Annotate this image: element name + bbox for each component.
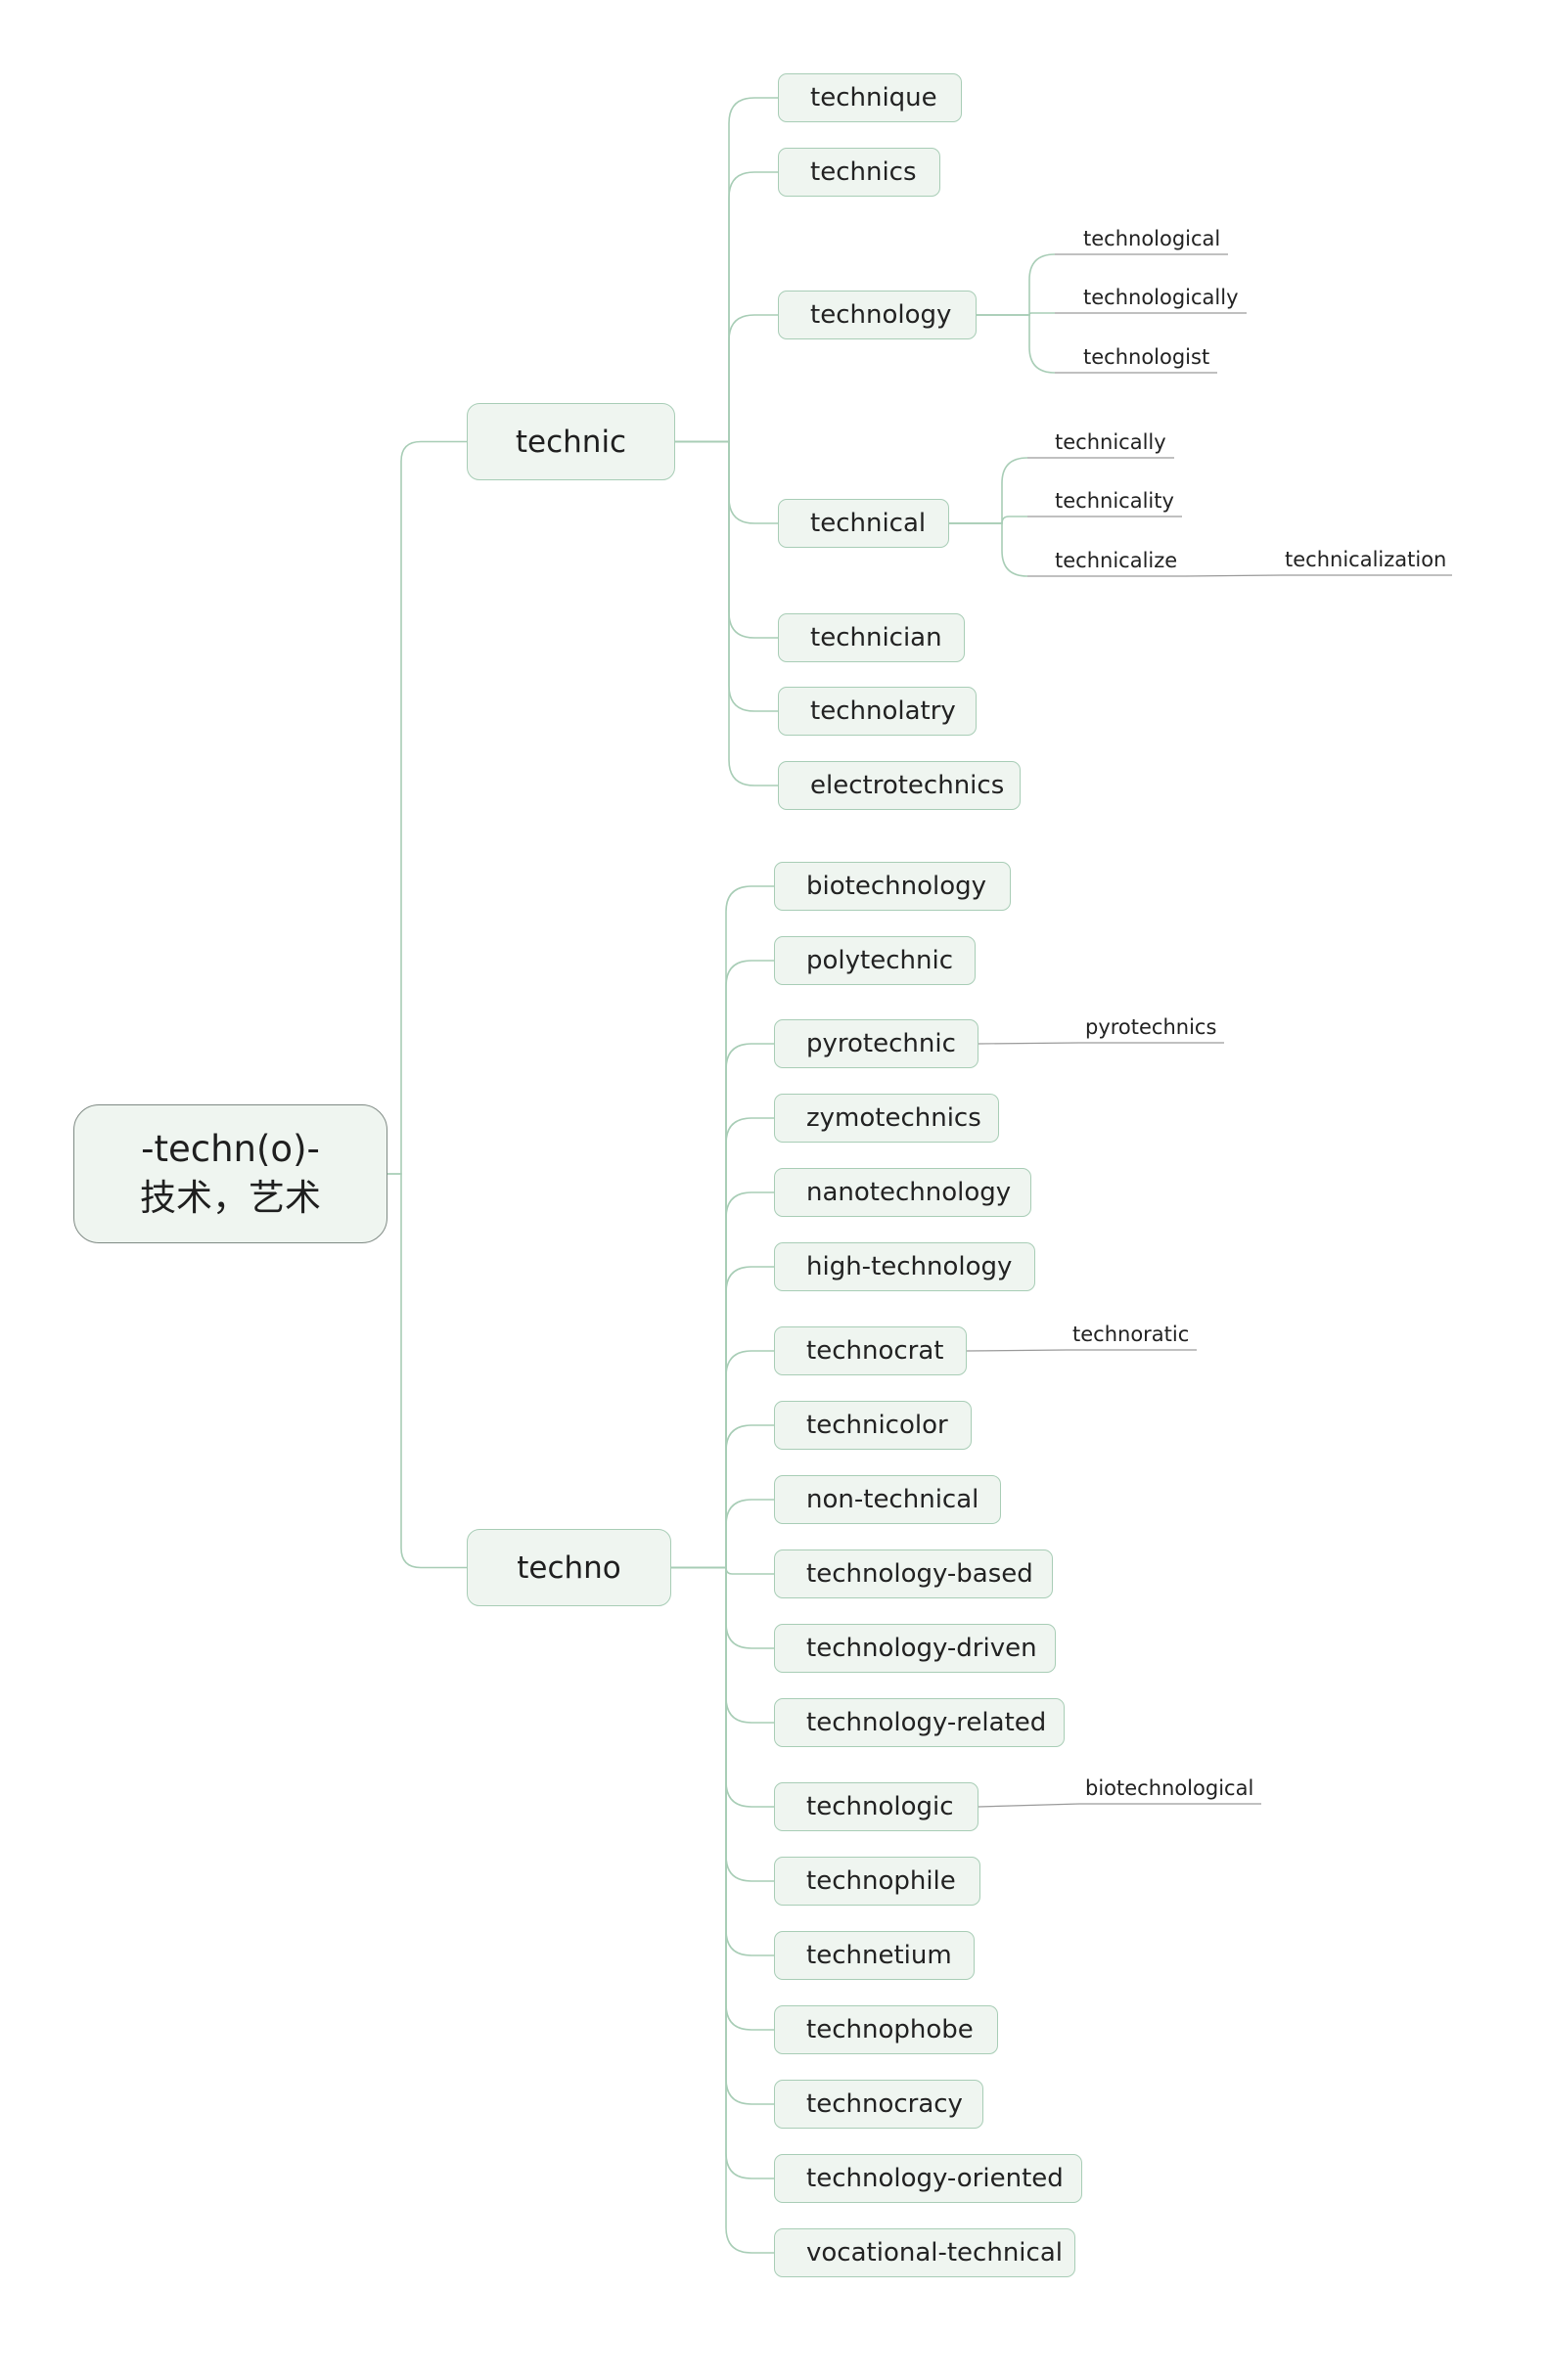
connector-technical-1 <box>949 516 1027 524</box>
leaf-technicality: technicality <box>1055 489 1174 513</box>
word-non-technical[interactable]: non-technical <box>774 1475 1001 1524</box>
leaf-biotechnological: biotechnological <box>1085 1776 1254 1800</box>
word-technology-based[interactable]: technology-based <box>774 1549 1053 1598</box>
connector-techno-2 <box>671 1043 774 1569</box>
branch-techno[interactable]: techno <box>467 1529 671 1606</box>
word-electrotechnics[interactable]: electrotechnics <box>778 761 1021 810</box>
word-technolatry[interactable]: technolatry <box>778 687 977 736</box>
connector-technic-6 <box>675 440 778 786</box>
connector-technic-4 <box>675 440 778 639</box>
connector-techno-3 <box>671 1117 774 1569</box>
connector-technic-2 <box>675 314 778 443</box>
word-technologic[interactable]: technologic <box>774 1782 978 1831</box>
word-pyrotechnic[interactable]: pyrotechnic <box>774 1019 978 1068</box>
connector-technology-2 <box>977 314 1056 374</box>
connector-techno-5 <box>671 1266 774 1569</box>
connector-technical-0 <box>949 457 1028 524</box>
connector-technicalize <box>1184 574 1284 577</box>
word-technetium[interactable]: technetium <box>774 1931 975 1980</box>
word-vocational-technical[interactable]: vocational-technical <box>774 2228 1075 2277</box>
word-zymotechnics[interactable]: zymotechnics <box>774 1094 999 1143</box>
connector-techno-8 <box>671 1499 774 1569</box>
leaf-technoratic: technoratic <box>1072 1323 1190 1346</box>
connector-pyrotechnic <box>978 1042 1080 1045</box>
connector-root-1 <box>387 1173 467 1569</box>
root-subtitle: 技术，艺术 <box>140 1177 321 1219</box>
word-technical[interactable]: technical <box>778 499 949 548</box>
leaf-technologically: technologically <box>1083 286 1239 309</box>
connector-technical-2 <box>949 522 1028 577</box>
connector-technic-5 <box>675 440 778 712</box>
connector-root-0 <box>387 440 467 1175</box>
root-title: -techn(o)- <box>141 1128 320 1170</box>
connector-technic-3 <box>675 440 778 524</box>
connector-techno-11 <box>671 1566 774 1724</box>
connector-techno-18 <box>671 1566 774 2254</box>
word-polytechnic[interactable]: polytechnic <box>774 936 976 985</box>
connector-techno-10 <box>671 1566 774 1649</box>
connector-technology-0 <box>977 253 1056 316</box>
word-technology-driven[interactable]: technology-driven <box>774 1624 1056 1673</box>
connector-technic-0 <box>675 97 778 443</box>
word-technocracy[interactable]: technocracy <box>774 2080 983 2129</box>
connector-techno-4 <box>671 1191 774 1569</box>
word-technician[interactable]: technician <box>778 613 965 662</box>
branch-technic[interactable]: technic <box>467 403 675 480</box>
connector-techno-15 <box>671 1566 774 2031</box>
word-technique[interactable]: technique <box>778 73 962 122</box>
connector-techno-1 <box>671 960 774 1569</box>
connector-techno-0 <box>671 885 774 1569</box>
leaf-pyrotechnics: pyrotechnics <box>1085 1015 1217 1039</box>
connector-techno-9 <box>671 1566 774 1575</box>
connector-technic-1 <box>675 171 778 443</box>
connector-techno-14 <box>671 1566 774 1956</box>
word-technophile[interactable]: technophile <box>774 1857 980 1906</box>
word-technology[interactable]: technology <box>778 291 977 339</box>
word-high-technology[interactable]: high-technology <box>774 1242 1035 1291</box>
word-technocrat[interactable]: technocrat <box>774 1326 967 1375</box>
root-node[interactable]: -techn(o)- 技术，艺术 <box>73 1104 387 1243</box>
word-technology-oriented[interactable]: technology-oriented <box>774 2154 1082 2203</box>
word-nanotechnology[interactable]: nanotechnology <box>774 1168 1031 1217</box>
word-technics[interactable]: technics <box>778 148 940 197</box>
word-technophobe[interactable]: technophobe <box>774 2005 998 2054</box>
connector-techno-7 <box>671 1424 774 1569</box>
leaf-technically: technically <box>1055 430 1166 454</box>
connector-techno-13 <box>671 1566 774 1882</box>
leaf-technologist: technologist <box>1083 345 1210 369</box>
word-technology-related[interactable]: technology-related <box>774 1698 1065 1747</box>
leaf-technicalize: technicalize <box>1055 549 1178 572</box>
connector-technologic <box>978 1803 1080 1808</box>
connector-techno-17 <box>671 1566 774 2179</box>
connector-techno-12 <box>671 1566 774 1808</box>
word-biotechnology[interactable]: biotechnology <box>774 862 1011 911</box>
leaf-technicalization: technicalization <box>1285 548 1447 571</box>
word-technicolor[interactable]: technicolor <box>774 1401 972 1450</box>
leaf-technological: technological <box>1083 227 1221 250</box>
connector-technocrat <box>966 1349 1068 1352</box>
connector-techno-6 <box>671 1350 774 1569</box>
